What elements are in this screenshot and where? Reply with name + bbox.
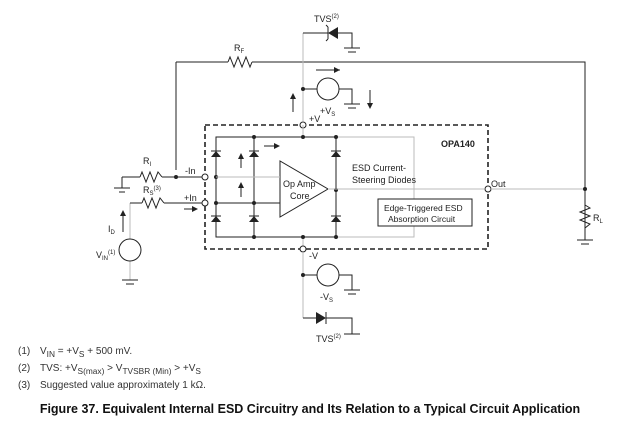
chip-label: OPA140 bbox=[441, 139, 475, 149]
op-amp-core: Op Amp Core bbox=[216, 160, 484, 218]
footnote-2: (2) TVS: +VS(max) > VTVSBR (Min) > +VS bbox=[18, 363, 201, 376]
load-resistor: RL bbox=[491, 187, 604, 245]
tvs-top: TVS(2) bbox=[302, 14, 360, 121]
footnotes: (1) VIN = +VS + 500 mV. (2) TVS: +VS(max… bbox=[18, 346, 206, 397]
esd-schematic: RF TVS(2) +VS OPA140 +V bbox=[96, 14, 604, 344]
pos-input-pin bbox=[201, 199, 209, 207]
vs-positive-source: +VS bbox=[290, 67, 373, 118]
svg-text:Out: Out bbox=[491, 179, 506, 189]
plus-v-label: +V bbox=[309, 114, 320, 124]
vin-source bbox=[118, 238, 142, 262]
vin-label: VIN(1) bbox=[96, 250, 115, 262]
svg-text:Edge-Triggered ESD: Edge-Triggered ESD bbox=[384, 203, 463, 213]
vs-pos-label: +VS bbox=[320, 106, 335, 118]
svg-text:Core: Core bbox=[290, 191, 310, 201]
svg-text:+In: +In bbox=[184, 193, 197, 203]
minus-v-pin bbox=[299, 245, 307, 253]
svg-text:-In: -In bbox=[185, 166, 196, 176]
feedback-path: RF bbox=[175, 43, 586, 230]
svg-text:Steering Diodes: Steering Diodes bbox=[352, 175, 417, 185]
esd-diodes-label: ESD Current- bbox=[352, 163, 406, 173]
edge-triggered-esd-block bbox=[377, 198, 473, 227]
vs-neg-label: -VS bbox=[320, 292, 333, 304]
tvs-bottom-label: TVS(2) bbox=[316, 334, 341, 344]
svg-text:-V: -V bbox=[309, 251, 318, 261]
rs-label: RS(3) bbox=[143, 185, 161, 197]
tvs-top-label: TVS(2) bbox=[314, 14, 339, 24]
figure-caption: Figure 37. Equivalent Internal ESD Circu… bbox=[39, 402, 581, 416]
footnote-3: (3) Suggested value approximately 1 kΩ. bbox=[18, 380, 206, 391]
rf-resistor bbox=[227, 55, 253, 69]
rf-label: RF bbox=[234, 43, 245, 55]
footnote-1: (1) VIN = +VS + 500 mV. bbox=[18, 346, 133, 359]
ri-label: RI bbox=[143, 156, 152, 168]
svg-text:Absorption Circuit: Absorption Circuit bbox=[388, 214, 456, 224]
input-network: RI RS(3) ID VIN(1) bbox=[96, 156, 202, 285]
id-label: ID bbox=[108, 224, 116, 236]
rl-label: RL bbox=[593, 213, 604, 225]
neg-input-pin bbox=[201, 173, 209, 181]
tvs-bottom: TVS(2) bbox=[303, 312, 360, 344]
vs-negative-source: -VS bbox=[301, 252, 360, 318]
svg-text:Op Amp: Op Amp bbox=[283, 179, 316, 189]
